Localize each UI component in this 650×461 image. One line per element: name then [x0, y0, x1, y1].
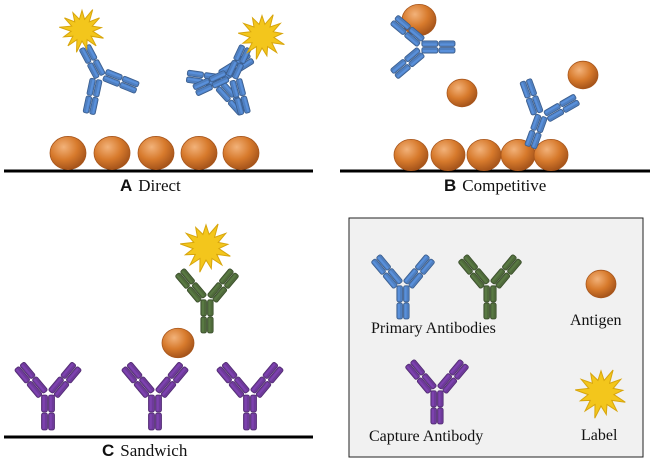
antigen-a-4	[180, 136, 218, 170]
legend-primary-antibody-green	[458, 254, 522, 320]
antigen-b-bound-1	[393, 138, 429, 172]
label-a-1	[59, 8, 104, 53]
antigen-a-3	[137, 136, 175, 170]
secondary-antibody-c	[175, 268, 239, 334]
antigen-a-1	[49, 136, 87, 170]
legend-capture-antibody	[405, 359, 469, 425]
legend-antigen	[585, 269, 617, 299]
legend-primary-antibody-blue	[371, 254, 435, 320]
antigen-a-5	[222, 136, 260, 170]
capture-antibody-c-1	[14, 362, 82, 431]
antigen-b-bound-5	[533, 138, 569, 172]
antigen-c	[161, 327, 195, 359]
capture-antibody-c-3	[216, 362, 284, 431]
primary-antibody-b-1	[390, 15, 456, 79]
antigen-b-free-1	[401, 3, 437, 37]
label-c	[180, 223, 231, 273]
primary-antibody-b-2	[519, 78, 580, 150]
primary-antibody-a-3	[192, 44, 251, 116]
antigen-b-bound-3	[466, 138, 502, 172]
antigen-a-2	[93, 136, 131, 170]
primary-antibody-a-1	[79, 44, 140, 115]
legend-label-star	[575, 369, 626, 419]
antigen-b-bound-2	[430, 138, 466, 172]
antigen-b-free-3	[567, 60, 599, 90]
antigen-b-free-2	[446, 78, 478, 108]
legend-box	[348, 217, 644, 458]
capture-antibody-c-2	[121, 362, 189, 431]
label-a-2	[238, 14, 285, 60]
